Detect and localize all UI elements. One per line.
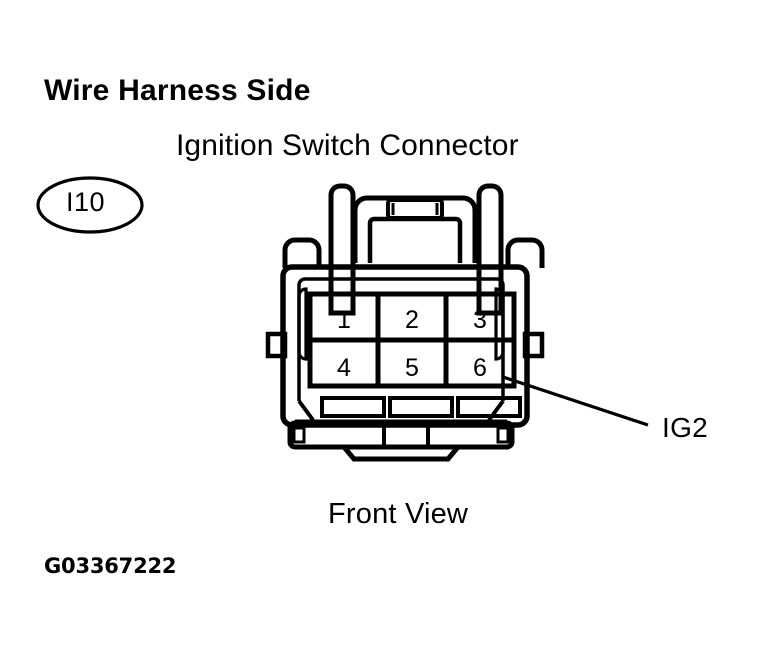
pin-number-3: 3 bbox=[473, 306, 487, 334]
connector-housing-outer bbox=[280, 264, 530, 428]
callout-leader-line-ig2 bbox=[502, 375, 649, 427]
connector-id-text: I10 bbox=[66, 187, 106, 217]
pin-number-1: 1 bbox=[337, 306, 351, 334]
locking-post-right bbox=[476, 183, 504, 316]
pin-number-4: 4 bbox=[337, 354, 351, 382]
base-band-end-right bbox=[496, 426, 510, 444]
connector-name-heading: Ignition Switch Connector bbox=[176, 129, 519, 162]
connector-bottom-tab bbox=[338, 444, 464, 462]
connector-id-oval bbox=[36, 176, 144, 234]
base-slot-1 bbox=[320, 396, 386, 418]
connector-housing-inner-wall bbox=[297, 277, 505, 401]
pin-number-6: 6 bbox=[473, 354, 487, 382]
base-slot-3 bbox=[456, 396, 522, 418]
locking-post-left bbox=[328, 183, 356, 316]
latch-body-inner bbox=[367, 216, 463, 263]
housing-chamfer-left bbox=[297, 399, 315, 422]
pin-number-5: 5 bbox=[405, 354, 419, 382]
connector-base-band bbox=[287, 420, 515, 450]
housing-side-nub-left bbox=[265, 331, 288, 359]
base-slot-2 bbox=[388, 396, 454, 418]
pin-number-2: 2 bbox=[405, 306, 419, 334]
callout-label-ig2: IG2 bbox=[662, 412, 709, 443]
figure-id-text: G03367222 bbox=[44, 554, 177, 578]
view-caption: Front View bbox=[328, 498, 469, 530]
base-band-end-left bbox=[292, 426, 306, 444]
shoulder-tab-left bbox=[282, 237, 322, 268]
page-title: Wire Harness Side bbox=[44, 74, 311, 107]
latch-arch-outer bbox=[352, 195, 478, 263]
housing-side-nub-right bbox=[522, 331, 545, 359]
latch-tab bbox=[386, 198, 444, 220]
shoulder-tab-right bbox=[505, 237, 545, 268]
housing-rail-left bbox=[297, 287, 308, 361]
